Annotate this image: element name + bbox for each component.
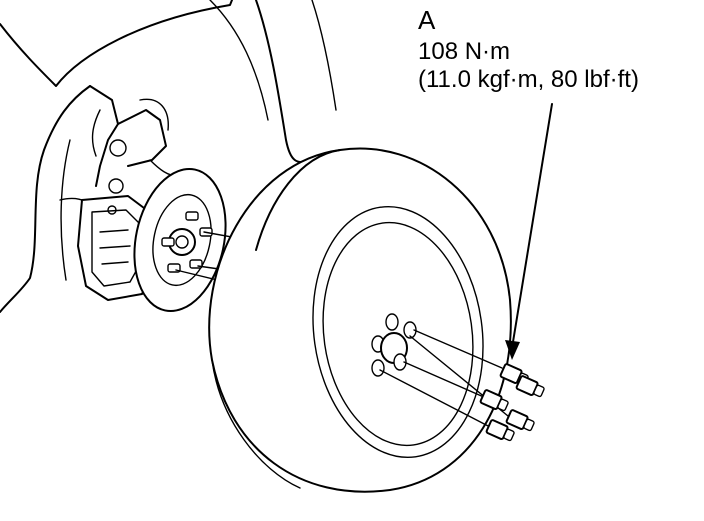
- wheel-nut: [515, 375, 545, 398]
- torque-spec-nm: 108 N·m: [418, 38, 511, 65]
- fender-outline: [0, 0, 337, 313]
- wheel-nut: [505, 409, 535, 432]
- callout-label-a: A: [418, 5, 436, 35]
- callout-arrow: [505, 103, 553, 360]
- wheel-stud-holes: [371, 313, 417, 377]
- wheel-nut: [485, 419, 515, 442]
- wheel-tire: [208, 147, 512, 493]
- torque-spec-alt-units: (11.0 kgf·m, 80 lbf·ft): [418, 66, 639, 93]
- brake-caliper: [77, 195, 155, 301]
- wheel-nuts: [479, 363, 545, 442]
- wheel-nut: [479, 389, 509, 412]
